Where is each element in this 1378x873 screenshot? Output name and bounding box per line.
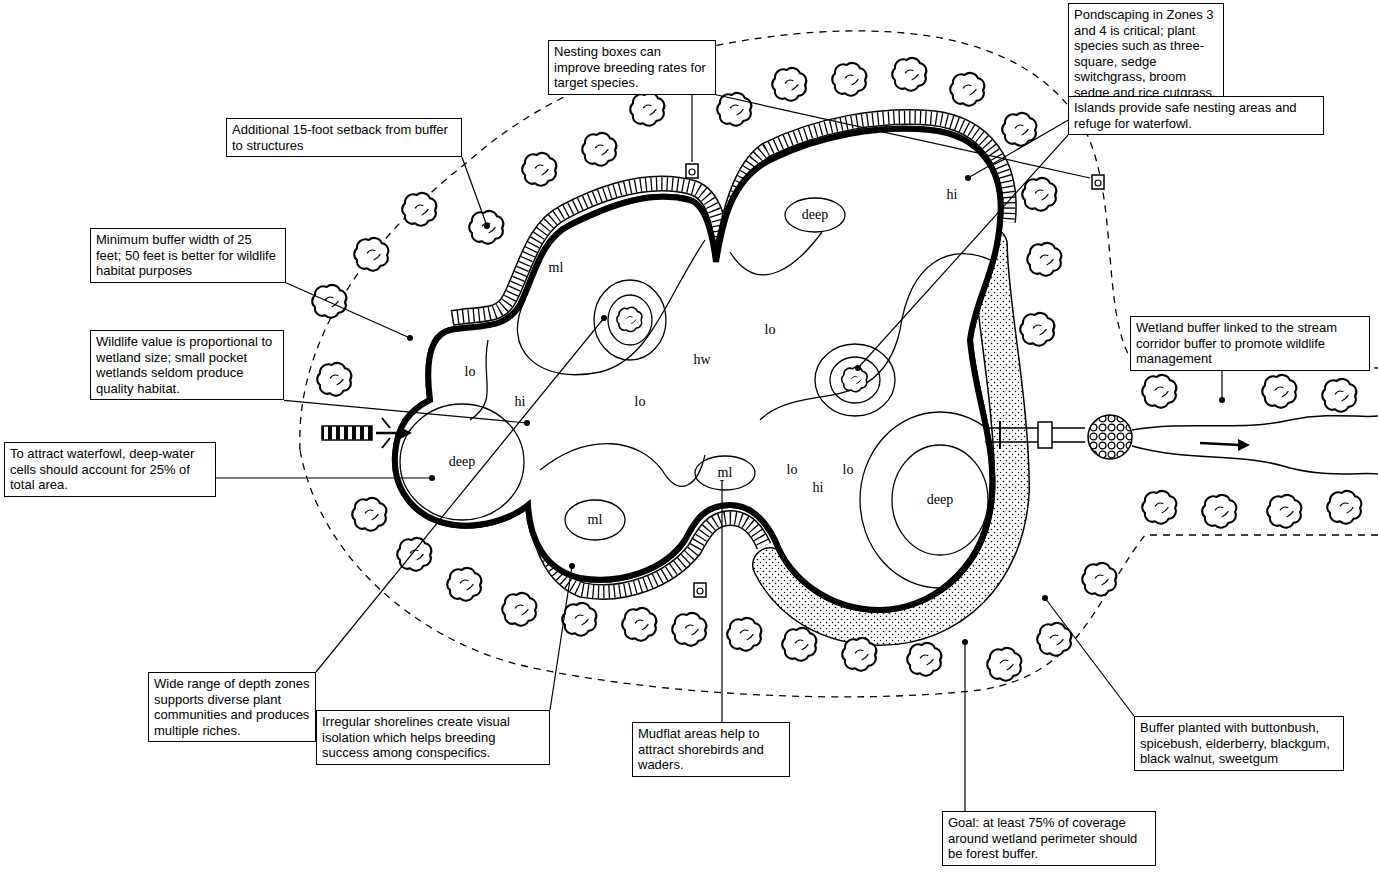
leader-line (716, 95, 1090, 178)
leader-line (691, 95, 692, 162)
callout-box: Goal: at least 75% of coverage around we… (942, 811, 1156, 866)
leader-dot (855, 365, 861, 371)
callout-text: Additional 15-foot setback from buffer t… (232, 122, 456, 153)
zone-label: deep (801, 208, 829, 222)
callout-box: Islands provide safe nesting areas and r… (1068, 96, 1324, 135)
callout-text: Nesting boxes can improve breeding rates… (554, 44, 710, 91)
leader-dot (484, 223, 490, 229)
callout-text: Wildlife value is proportional to wetlan… (96, 334, 278, 396)
callout-text: Irregular shorelines create visual isola… (322, 714, 544, 761)
leader-dot (1219, 397, 1225, 403)
callout-box: Minimum buffer width of 25 feet; 50 feet… (90, 228, 286, 283)
zone-label: deep (448, 455, 476, 469)
leader-line (964, 642, 965, 811)
leader-line (858, 135, 1068, 368)
callout-text: Buffer planted with buttonbush, spicebus… (1140, 720, 1338, 767)
callout-text: Wide range of depth zones supports diver… (154, 676, 310, 738)
leader-dot (962, 639, 968, 645)
callout-box: Buffer planted with buttonbush, spicebus… (1134, 716, 1344, 771)
leader-dot (601, 315, 607, 321)
callout-box: Mudflat areas help to attract shorebirds… (632, 722, 790, 777)
callout-box: Nesting boxes can improve breeding rates… (548, 40, 716, 95)
leader-dot (524, 420, 530, 426)
zone-label: ml (548, 261, 565, 275)
zone-label: hw (692, 353, 711, 367)
zone-label: lo (764, 323, 777, 337)
leader-dot (965, 175, 971, 181)
callout-text: Wetland buffer linked to the stream corr… (1136, 320, 1364, 367)
leader-line (1045, 598, 1134, 716)
zone-label: hi (812, 481, 825, 495)
leader-line (550, 566, 572, 710)
callout-box: To attract waterfowl, deep-water cells s… (4, 442, 216, 497)
leader-line (316, 318, 604, 672)
callout-text: Islands provide safe nesting areas and r… (1074, 100, 1318, 131)
callout-text: Goal: at least 75% of coverage around we… (948, 815, 1150, 862)
zone-label: hi (514, 395, 527, 409)
callout-box: Wildlife value is proportional to wetlan… (90, 330, 284, 400)
leader-line (721, 478, 722, 722)
zone-label: lo (634, 395, 647, 409)
callout-text: Minimum buffer width of 25 feet; 50 feet… (96, 232, 280, 279)
zone-label: lo (786, 463, 799, 477)
zone-label: lo (842, 463, 855, 477)
leader-dot (429, 475, 435, 481)
callout-text: To attract waterfowl, deep-water cells s… (10, 446, 210, 493)
leader-line (284, 400, 527, 423)
zone-label: ml (587, 513, 604, 527)
callout-box: Wetland buffer linked to the stream corr… (1130, 316, 1370, 371)
zone-label: deep (926, 493, 954, 507)
callout-text: Mudflat areas help to attract shorebirds… (638, 726, 784, 773)
callout-box: Additional 15-foot setback from buffer t… (226, 118, 462, 157)
leader-line (1221, 371, 1222, 400)
leader-dot (1042, 595, 1048, 601)
leader-dot (407, 335, 413, 341)
leader-line (216, 477, 432, 478)
callout-box: Irregular shorelines create visual isola… (316, 710, 550, 765)
leader-dot (569, 563, 575, 569)
zone-label: ml (717, 466, 734, 480)
leader-line (462, 157, 487, 226)
zone-label: lo (464, 365, 477, 379)
leader-line (286, 283, 410, 338)
zone-label: hi (946, 188, 959, 202)
callout-box: Wide range of depth zones supports diver… (148, 672, 316, 742)
